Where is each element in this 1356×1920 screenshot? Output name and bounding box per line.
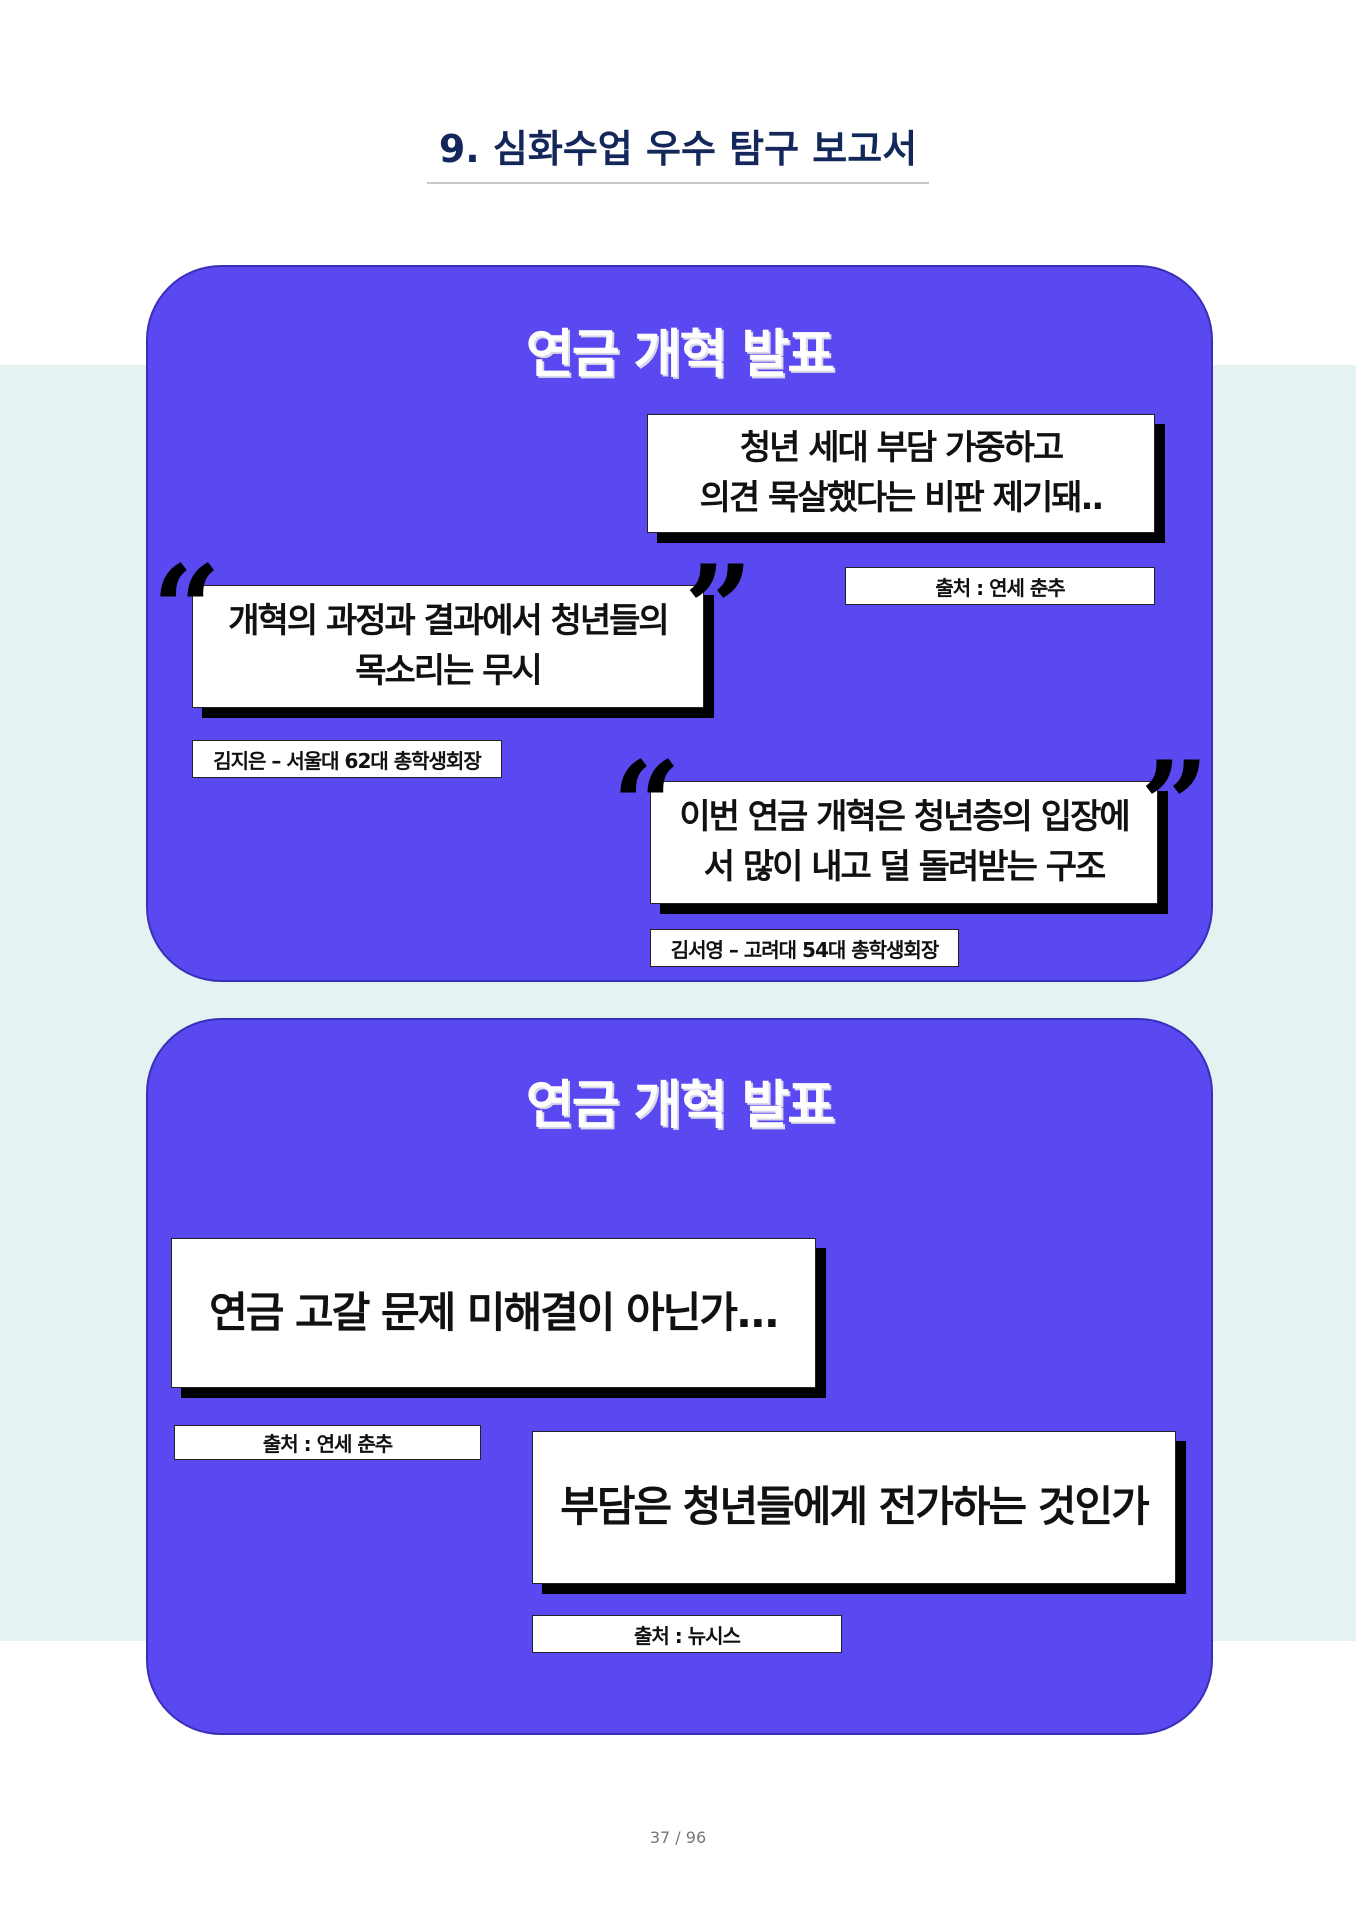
quote-line: 목소리는 무시: [355, 650, 543, 691]
headline-line: 청년 세대 부담 가중하고: [739, 428, 1064, 469]
page-title: 9. 심화수업 우수 탐구 보고서: [438, 127, 918, 171]
close-quote-icon: ”: [684, 539, 754, 680]
open-quote-icon: “: [152, 539, 222, 680]
attribution-label: 김지은 – 서울대 62대 총학생회장: [192, 740, 502, 778]
source-label: 출처 : 연세 춘추: [845, 567, 1155, 605]
headline-card: 연금 고갈 문제 미해결이 아닌가...: [171, 1238, 816, 1388]
close-quote-icon: ”: [1140, 735, 1210, 876]
open-quote-icon: “: [612, 735, 682, 876]
panel-heading: 연금 개혁 발표: [525, 325, 835, 385]
quote-line: 이번 연금 개혁은 청년층의 입장에: [679, 797, 1130, 838]
source-label: 출처 : 뉴시스: [532, 1615, 842, 1653]
panel-heading: 연금 개혁 발표: [525, 1076, 835, 1136]
quote-line: 개혁의 과정과 결과에서 청년들의: [228, 601, 669, 642]
attribution-label: 김서영 – 고려대 54대 총학생회장: [650, 929, 959, 967]
headline-line: 의견 묵살했다는 비판 제기돼..: [699, 477, 1105, 518]
title-underline: [427, 182, 929, 184]
source-label: 출처 : 연세 춘추: [174, 1425, 481, 1460]
headline-card: 부담은 청년들에게 전가하는 것인가: [532, 1431, 1176, 1584]
page-number: 37 / 96: [649, 1828, 707, 1847]
quote-line: 서 많이 내고 덜 돌려받는 구조: [703, 846, 1107, 887]
